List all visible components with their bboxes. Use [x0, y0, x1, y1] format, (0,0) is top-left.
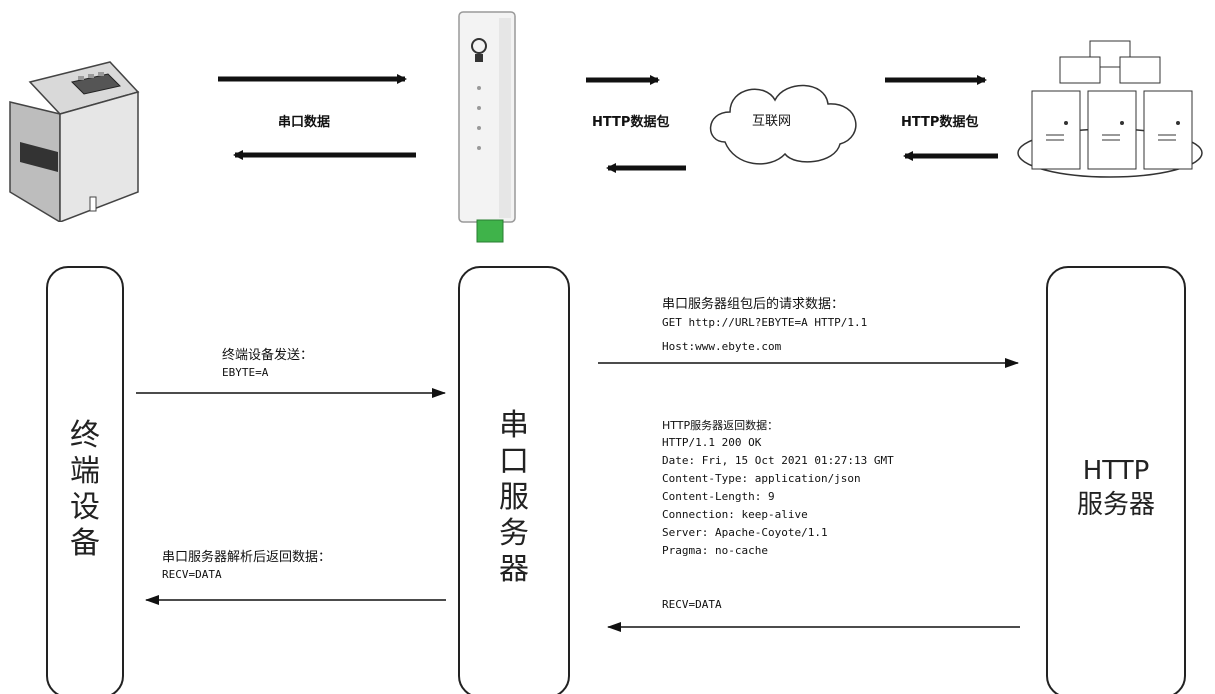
response-lines: HTTP/1.1 200 OK Date: Fri, 15 Oct 2021 0… — [662, 434, 894, 560]
response-line: Pragma: no-cache — [662, 544, 768, 557]
response-line: HTTP/1.1 200 OK — [662, 436, 762, 449]
terminal-label: 终 端 设 备 — [70, 418, 100, 561]
internet-label: 互联网 — [752, 114, 792, 129]
serial-server-device-icon — [458, 11, 516, 243]
terminal-column: 终 端 设 备 — [46, 266, 124, 694]
terminal-send-title: 终端设备发送： — [222, 348, 314, 363]
serial-server-column: 串 口 服 务 器 — [458, 266, 570, 694]
serial-data-label: 串口数据 — [278, 115, 331, 130]
response-line: Content-Type: application/json — [662, 472, 861, 485]
response-line: Server: Apache-Coyote/1.1 — [662, 526, 828, 539]
response-title: HTTP服务器返回数据： — [662, 419, 779, 432]
terminal-send-value: EBYTE=A — [222, 366, 269, 379]
http-server-column: HTTP 服务器 — [1046, 266, 1186, 694]
request-line: GET http://URL?EBYTE=A HTTP/1.1 — [662, 316, 868, 329]
request-title: 串口服务器组包后的请求数据： — [662, 297, 845, 312]
response-line: Connection: keep-alive — [662, 508, 808, 521]
http-packet-right-label: HTTP数据包 — [901, 115, 979, 130]
parse-value: RECV=DATA — [162, 568, 222, 581]
http-server-label: HTTP 服务器 — [1076, 456, 1155, 520]
printer-icon — [9, 61, 140, 222]
server-cluster-icon — [1017, 40, 1203, 178]
response-value: RECV=DATA — [662, 598, 722, 611]
request-line: Host:www.ebyte.com — [662, 340, 782, 353]
request-lines: GET http://URL?EBYTE=A HTTP/1.1 Host:www… — [662, 314, 867, 356]
response-line: Date: Fri, 15 Oct 2021 01:27:13 GMT — [662, 454, 894, 467]
parse-title: 串口服务器解析后返回数据： — [162, 550, 332, 565]
cloud-icon — [709, 84, 857, 165]
response-line: Content-Length: 9 — [662, 490, 775, 503]
http-packet-left-label: HTTP数据包 — [592, 115, 670, 130]
serial-server-label: 串 口 服 务 器 — [499, 408, 529, 587]
